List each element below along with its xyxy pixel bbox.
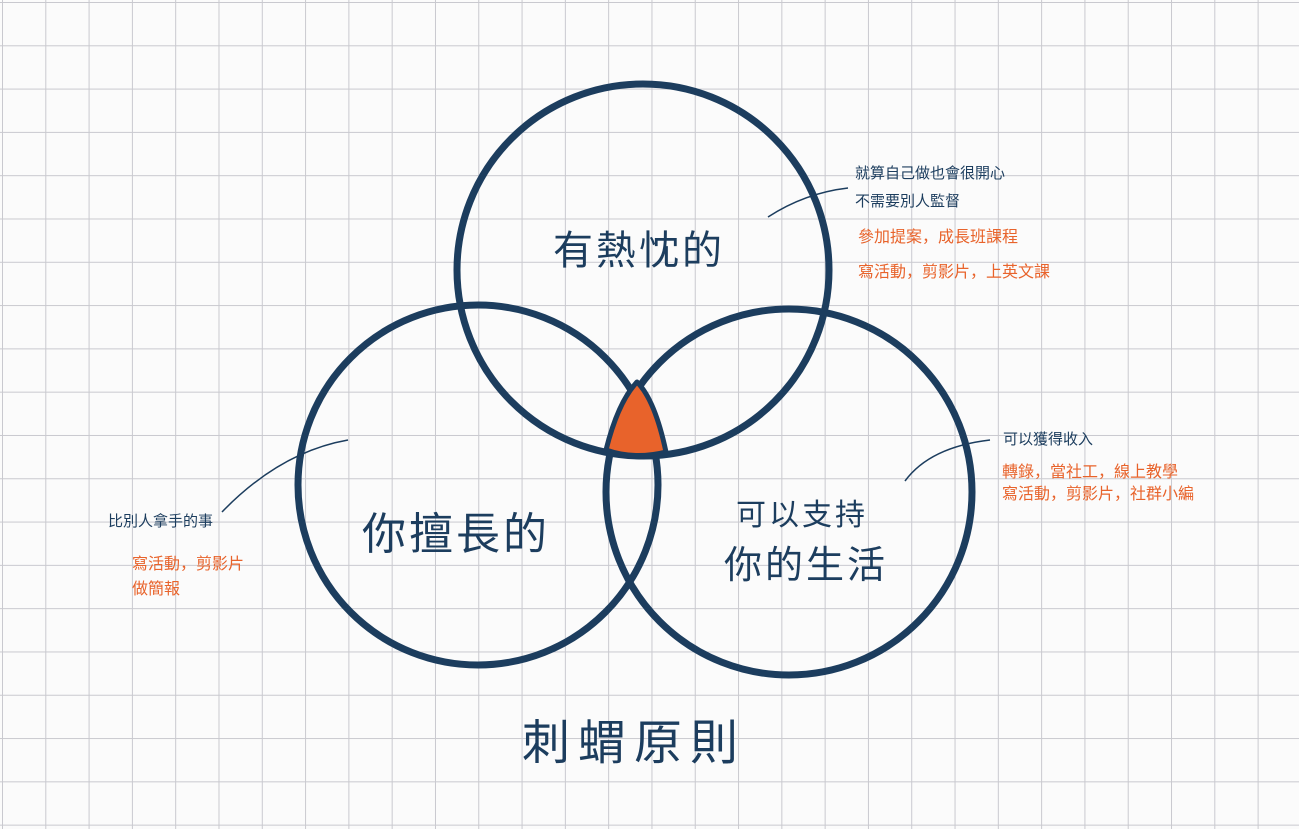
- connector-left: [221, 439, 349, 513]
- note-top-example-line2: 寫活動，剪影片，上英文課: [858, 262, 1051, 281]
- note-right-example-line1: 轉錄，當社工，線上教學: [1002, 462, 1179, 481]
- connector-right: [904, 439, 991, 482]
- circle-income-label-line1: 可以支持: [736, 498, 868, 533]
- circle-skill: [294, 301, 662, 669]
- circle-passion-label: 有熱忱的: [553, 228, 725, 274]
- circle-income-label-line2: 你的生活: [724, 543, 889, 587]
- note-top-example-line1: 參加提案，成長班課程: [858, 227, 1019, 246]
- intersection-highlight: [603, 379, 669, 458]
- note-right-desc: 可以獲得收入: [1003, 430, 1094, 448]
- note-top-desc-line2: 不需要別人監督: [855, 192, 961, 210]
- diagram-title: 刺蝟原則: [522, 715, 747, 771]
- note-left-example-line2: 做簡報: [132, 579, 181, 598]
- note-top-desc-line1: 就算自己做也會很開心: [855, 164, 1006, 182]
- connector-top: [767, 187, 849, 218]
- note-left-desc: 比別人拿手的事: [108, 512, 214, 530]
- note-left-example-line1: 寫活動，剪影片: [132, 554, 245, 573]
- circle-skill-label: 你擅長的: [362, 509, 550, 560]
- circle-income: [602, 305, 976, 679]
- note-right-example-line2: 寫活動，剪影片，社群小編: [1002, 484, 1195, 503]
